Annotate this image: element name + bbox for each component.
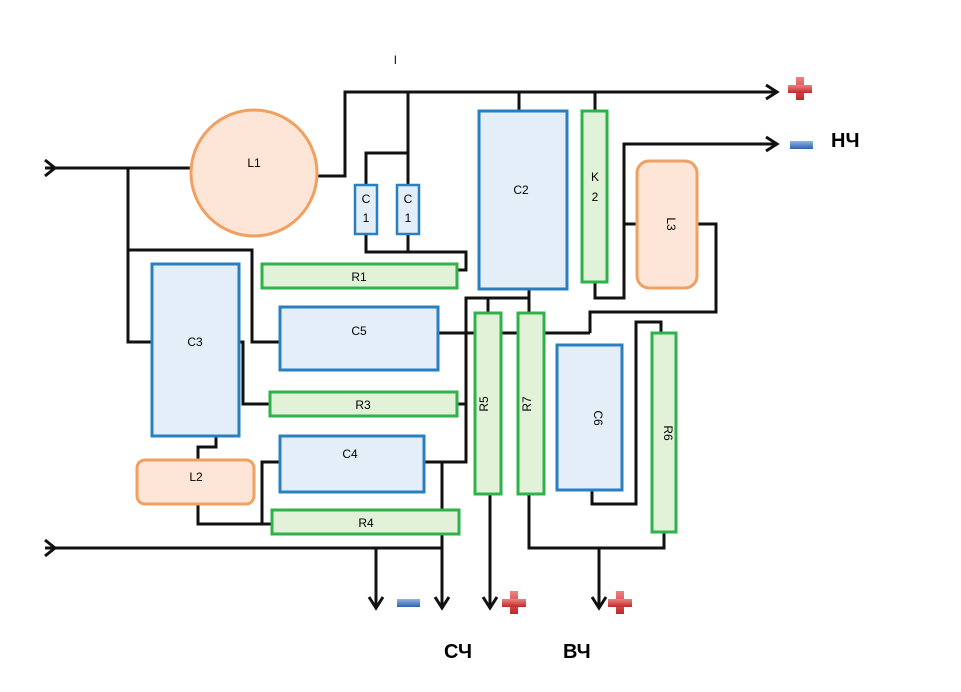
c1-left-label-top: C (362, 192, 371, 206)
lf-output-label: НЧ (831, 130, 860, 152)
resistor-r7: R7 (516, 311, 546, 496)
wire-c4-right (424, 460, 444, 508)
k2-label-top: K (591, 170, 599, 184)
hf-output-label: ВЧ (563, 641, 591, 663)
c4-label: C4 (342, 447, 358, 461)
capacitor-c5: C5 (278, 305, 440, 372)
r1-label: R1 (351, 270, 367, 284)
mf-output-label: СЧ (444, 641, 472, 663)
capacitor-c2: C2 (477, 109, 569, 291)
input-arrow-top (44, 158, 58, 178)
plus-sign-mf-icon (502, 591, 526, 614)
inductor-l2: L2 (135, 458, 256, 506)
wire-c1-parallel (364, 151, 408, 185)
minus-sign-mf-icon (397, 599, 420, 607)
resistor-r4: R4 (270, 508, 461, 536)
wire-c6-bottom (590, 320, 663, 506)
r7-label: R7 (520, 396, 534, 412)
c5-label: C5 (351, 324, 367, 338)
r4-label: R4 (358, 516, 374, 530)
r6-label: R6 (661, 425, 675, 441)
minus-sign-lf-icon (790, 141, 813, 149)
wire-c1-bottom (364, 234, 468, 272)
arrows (44, 83, 780, 611)
arrow-mf-minus-2 (433, 596, 451, 611)
resistor-r5: R5 (473, 311, 503, 496)
wire-c4-left (260, 460, 280, 524)
resistor-k2: K 2 (580, 109, 609, 284)
capacitor-c1-left: C 1 (353, 183, 379, 236)
resistor-r6: R6 (650, 331, 678, 534)
capacitor-c6: C6 (555, 343, 624, 492)
l1-label: L1 (247, 156, 261, 170)
wire-l2-r4 (196, 504, 272, 526)
l3-label: L3 (664, 217, 678, 231)
inductor-l3: L3 (635, 159, 699, 290)
r5-label: R5 (477, 396, 491, 412)
input-arrow-bottom (44, 538, 58, 558)
arrow-mf-plus (481, 596, 499, 611)
capacitor-c1-right: C 1 (395, 183, 421, 236)
wire-to-r1-line (128, 248, 280, 344)
wire-left-bus (126, 168, 152, 344)
arrow-top-plus (765, 83, 780, 101)
arrow-lf-minus (765, 135, 780, 153)
arrow-mf-minus (367, 596, 385, 611)
resistor-r1: R1 (260, 262, 459, 290)
wire-c3-l2 (196, 436, 218, 460)
arrow-hf-plus (590, 596, 608, 611)
wire-c3-r3 (239, 340, 270, 406)
c1-left-label-bottom: 1 (363, 211, 370, 225)
wire-c2-bottom (424, 289, 531, 464)
inductor-l1: L1 (189, 108, 319, 238)
top-mark-label: l (394, 53, 397, 67)
wires (45, 90, 776, 606)
capacitor-c4: C4 (278, 434, 426, 494)
wire-r7-out (527, 494, 666, 550)
plus-sign-top-icon (788, 77, 812, 100)
c2-label: C2 (513, 183, 529, 197)
wire-l1-top (318, 90, 776, 178)
c3-label: C3 (187, 335, 203, 349)
resistor-r3: R3 (268, 390, 459, 418)
c1-right-label-bottom: 1 (405, 211, 412, 225)
c1-right-label-top: C (404, 192, 413, 206)
l2-label: L2 (189, 470, 203, 484)
k2-label-bottom: 2 (592, 190, 599, 204)
wire-l3-right (588, 222, 718, 333)
r3-label: R3 (355, 398, 371, 412)
wire-lf-minus (593, 142, 776, 300)
plus-sign-hf-icon (608, 591, 632, 614)
capacitor-c3: C3 (150, 262, 241, 438)
c6-label: C6 (591, 410, 605, 426)
